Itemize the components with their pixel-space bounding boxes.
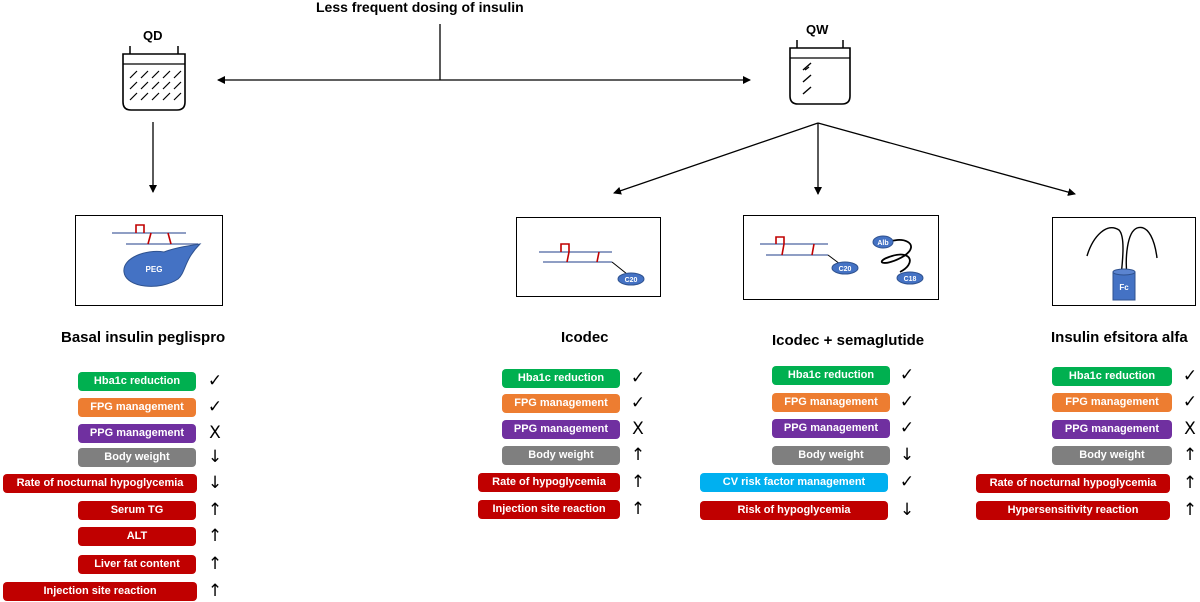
effect-up-icon: ↑ bbox=[207, 554, 223, 574]
effect-up-icon: ↑ bbox=[630, 499, 646, 519]
effect-up-icon: ↑ bbox=[207, 526, 223, 546]
effect-up-icon: ↑ bbox=[1182, 500, 1198, 520]
peg-label: PEG bbox=[146, 265, 163, 274]
weekly-calendar-icon bbox=[789, 40, 851, 105]
peglispro-structure-image: PEG bbox=[75, 215, 223, 306]
outcome-pill-body-weight: Body weight bbox=[78, 448, 196, 467]
outcome-pill-body-weight: Body weight bbox=[772, 446, 890, 465]
daily-calendar-icon bbox=[122, 46, 186, 111]
effect-up-icon: ↑ bbox=[1182, 445, 1198, 465]
effect-check-icon: ✓ bbox=[630, 393, 646, 413]
outcome-pill-liver-fat-content: Liver fat content bbox=[78, 555, 196, 574]
outcome-pill-fpg-management: FPG management bbox=[502, 394, 620, 413]
outcome-pill-injection-site-reaction: Injection site reaction bbox=[478, 500, 620, 519]
outcome-pill-ppg-management: PPG management bbox=[78, 424, 196, 443]
outcome-pill-rate-of-hypoglycemia: Rate of hypoglycemia bbox=[478, 473, 620, 492]
outcome-pill-fpg-management: FPG management bbox=[1052, 393, 1172, 412]
effect-check-icon: ✓ bbox=[899, 418, 915, 438]
column-title-peglispro: Basal insulin peglispro bbox=[61, 329, 226, 346]
diagram-title: Less frequent dosing of insulin bbox=[316, 0, 524, 15]
outcome-pill-hba1c-reduction: Hba1c reduction bbox=[502, 369, 620, 388]
outcome-pill-rate-of-nocturnal-hypoglycemia: Rate of nocturnal hypoglycemia bbox=[3, 474, 197, 493]
outcome-pill-fpg-management: FPG management bbox=[78, 398, 196, 417]
effect-down-icon: ↓ bbox=[207, 447, 223, 467]
outcome-pill-rate-of-nocturnal-hypoglycemia: Rate of nocturnal hypoglycemia bbox=[976, 474, 1170, 493]
peg-blob-icon bbox=[123, 243, 202, 287]
outcome-pill-ppg-management: PPG management bbox=[772, 419, 890, 438]
effect-up-icon: ↑ bbox=[1182, 473, 1198, 493]
c18-icon bbox=[896, 271, 924, 285]
arrow-qw-to-icodec bbox=[613, 122, 819, 195]
c20-icon bbox=[831, 261, 859, 275]
icodec-structure-image: C20 bbox=[516, 217, 661, 297]
effect-cross-icon: X bbox=[632, 419, 644, 439]
icosema-structure-image: C20 Alb C18 bbox=[743, 215, 939, 300]
outcome-pill-ppg-management: PPG management bbox=[502, 420, 620, 439]
arrow-qw-to-efsitora bbox=[817, 122, 1076, 196]
c18-label: C18 bbox=[904, 276, 917, 283]
effect-up-icon: ↑ bbox=[630, 472, 646, 492]
qw-label: QW bbox=[806, 22, 829, 37]
fc-label: Fc bbox=[1119, 283, 1129, 292]
outcome-pill-risk-of-hypoglycemia: Risk of hypoglycemia bbox=[700, 501, 888, 520]
outcome-pill-fpg-management: FPG management bbox=[772, 393, 890, 412]
column-title-efsitora: Insulin efsitora alfa bbox=[1051, 329, 1188, 346]
outcome-pill-serum-tg: Serum TG bbox=[78, 501, 196, 520]
outcome-pill-alt: ALT bbox=[78, 527, 196, 546]
outcome-pill-body-weight: Body weight bbox=[502, 446, 620, 465]
outcome-pill-hba1c-reduction: Hba1c reduction bbox=[78, 372, 196, 391]
effect-up-icon: ↑ bbox=[207, 500, 223, 520]
effect-cross-icon: X bbox=[209, 423, 221, 443]
effect-up-icon: ↑ bbox=[630, 445, 646, 465]
effect-cross-icon: X bbox=[1184, 419, 1196, 439]
effect-check-icon: ✓ bbox=[630, 368, 646, 388]
effect-down-icon: ↓ bbox=[899, 500, 915, 520]
outcome-pill-body-weight: Body weight bbox=[1052, 446, 1172, 465]
efsitora-structure-image: Fc bbox=[1052, 217, 1196, 306]
column-title-icosema: Icodec + semaglutide bbox=[772, 332, 925, 349]
effect-check-icon: ✓ bbox=[1182, 392, 1198, 412]
outcome-pill-hba1c-reduction: Hba1c reduction bbox=[1052, 367, 1172, 386]
effect-down-icon: ↓ bbox=[899, 445, 915, 465]
c20-label: C20 bbox=[839, 266, 852, 273]
albumin-icon bbox=[872, 235, 894, 249]
outcome-pill-ppg-management: PPG management bbox=[1052, 420, 1172, 439]
effect-check-icon: ✓ bbox=[899, 392, 915, 412]
effect-down-icon: ↓ bbox=[207, 473, 223, 493]
c20-label: C20 bbox=[625, 277, 638, 284]
qd-label: QD bbox=[143, 28, 163, 43]
outcome-pill-hba1c-reduction: Hba1c reduction bbox=[772, 366, 890, 385]
alb-label: Alb bbox=[877, 240, 888, 247]
outcome-pill-injection-site-reaction: Injection site reaction bbox=[3, 582, 197, 601]
effect-check-icon: ✓ bbox=[207, 371, 223, 391]
effect-check-icon: ✓ bbox=[1182, 366, 1198, 386]
effect-check-icon: ✓ bbox=[899, 365, 915, 385]
outcome-pill-hypersensitivity-reaction: Hypersensitivity reaction bbox=[976, 501, 1170, 520]
effect-up-icon: ↑ bbox=[207, 581, 223, 601]
effect-check-icon: ✓ bbox=[207, 397, 223, 417]
effect-check-icon: ✓ bbox=[899, 472, 915, 492]
c20-icon bbox=[617, 272, 645, 286]
column-title-icodec: Icodec bbox=[561, 329, 609, 346]
outcome-pill-cv-risk-factor-management: CV risk factor management bbox=[700, 473, 888, 492]
